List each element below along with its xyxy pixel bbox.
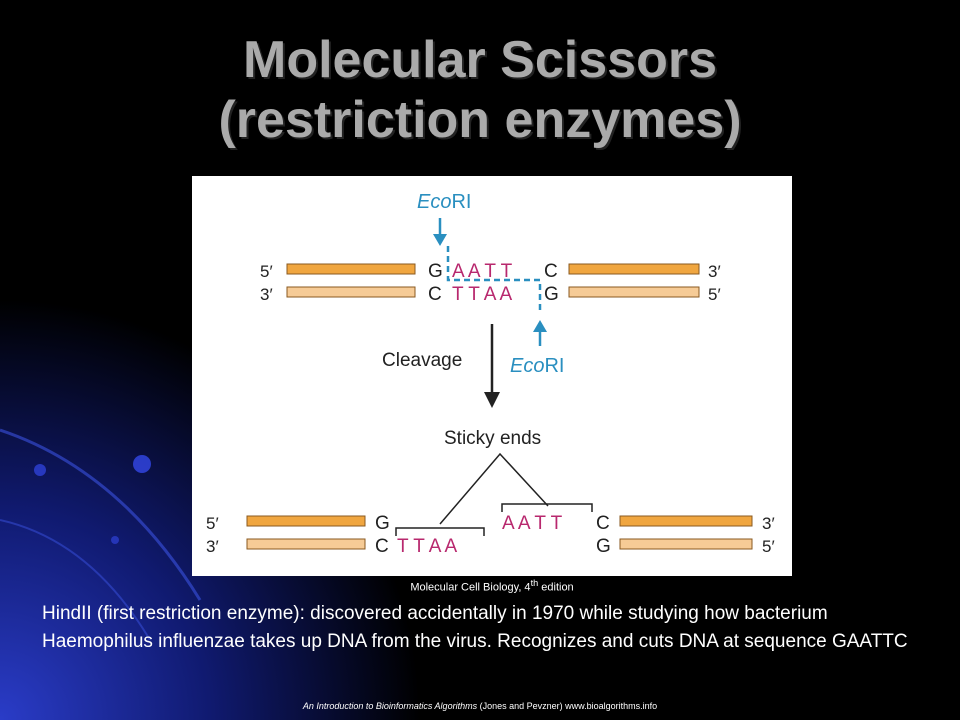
slide-footer: An Introduction to Bioinformatics Algori… xyxy=(302,701,658,711)
enzyme-label-top: EcoRI xyxy=(417,191,471,213)
strand-top-left xyxy=(286,263,416,275)
strand-bottom-left xyxy=(286,286,416,298)
diagram-svg: EcoRI 5′ G A A T T C 3′ 3′ C T T A A G 5… xyxy=(206,191,775,557)
body-paragraph: HindII (first restriction enzyme): disco… xyxy=(42,603,908,652)
base-bottom-left: C xyxy=(428,284,442,305)
figure-caption: Molecular Cell Biology, 4th edition xyxy=(410,578,574,594)
fragment-right-strand-bottom xyxy=(619,538,753,550)
label-3p-top-right: 3′ xyxy=(708,262,721,281)
label-3p-left-fragment: 3′ xyxy=(206,537,219,556)
label-3p-right-fragment: 3′ xyxy=(762,514,775,533)
fragment-left-strand-bottom xyxy=(246,538,366,550)
fragment-right-base-bottom: G xyxy=(596,536,611,557)
base-top-right: C xyxy=(544,261,558,282)
label-5p-right-fragment: 5′ xyxy=(762,537,775,556)
strand-bottom-right xyxy=(568,286,700,298)
label-5p-bottom-right: 5′ xyxy=(708,285,721,304)
fragment-right-base-top: C xyxy=(596,513,610,534)
label-5p-top-left: 5′ xyxy=(260,262,273,281)
site-bottom: T T A A xyxy=(452,284,513,305)
fragment-left-strand-top xyxy=(246,515,366,527)
sticky-ends-pointer xyxy=(439,452,549,525)
enzyme-label-bottom: EcoRI xyxy=(510,355,564,377)
fragment-left-base-bottom: C xyxy=(375,536,389,557)
cleavage-label: Cleavage xyxy=(382,350,462,371)
cut-arrow-top-head xyxy=(433,234,447,246)
cut-arrow-bottom-head xyxy=(533,320,547,332)
base-bottom-right: G xyxy=(544,284,559,305)
strand-top-right xyxy=(568,263,700,275)
cut-line xyxy=(446,246,542,314)
bracket-right xyxy=(501,503,593,512)
base-top-left: G xyxy=(428,261,443,282)
fragment-left-base-top: G xyxy=(375,513,390,534)
fragment-right-strand-top xyxy=(619,515,753,527)
sticky-ends-label: Sticky ends xyxy=(444,428,541,449)
restriction-enzyme-diagram: EcoRI 5′ G A A T T C 3′ 3′ C T T A A G 5… xyxy=(192,176,792,576)
title-line-2: (restriction enzymes) xyxy=(218,91,742,149)
fragment-left-overhang: T T A A xyxy=(397,536,458,557)
fragment-right-overhang: A A T T xyxy=(502,513,563,534)
slide-title: Molecular Scissors (restriction enzymes) xyxy=(0,30,960,150)
label-5p-left-fragment: 5′ xyxy=(206,514,219,533)
bracket-left xyxy=(395,527,485,536)
site-top: A A T T xyxy=(452,261,513,282)
label-3p-bottom-left: 3′ xyxy=(260,285,273,304)
title-line-1: Molecular Scissors xyxy=(243,31,717,89)
cleavage-arrow-head xyxy=(484,392,500,408)
